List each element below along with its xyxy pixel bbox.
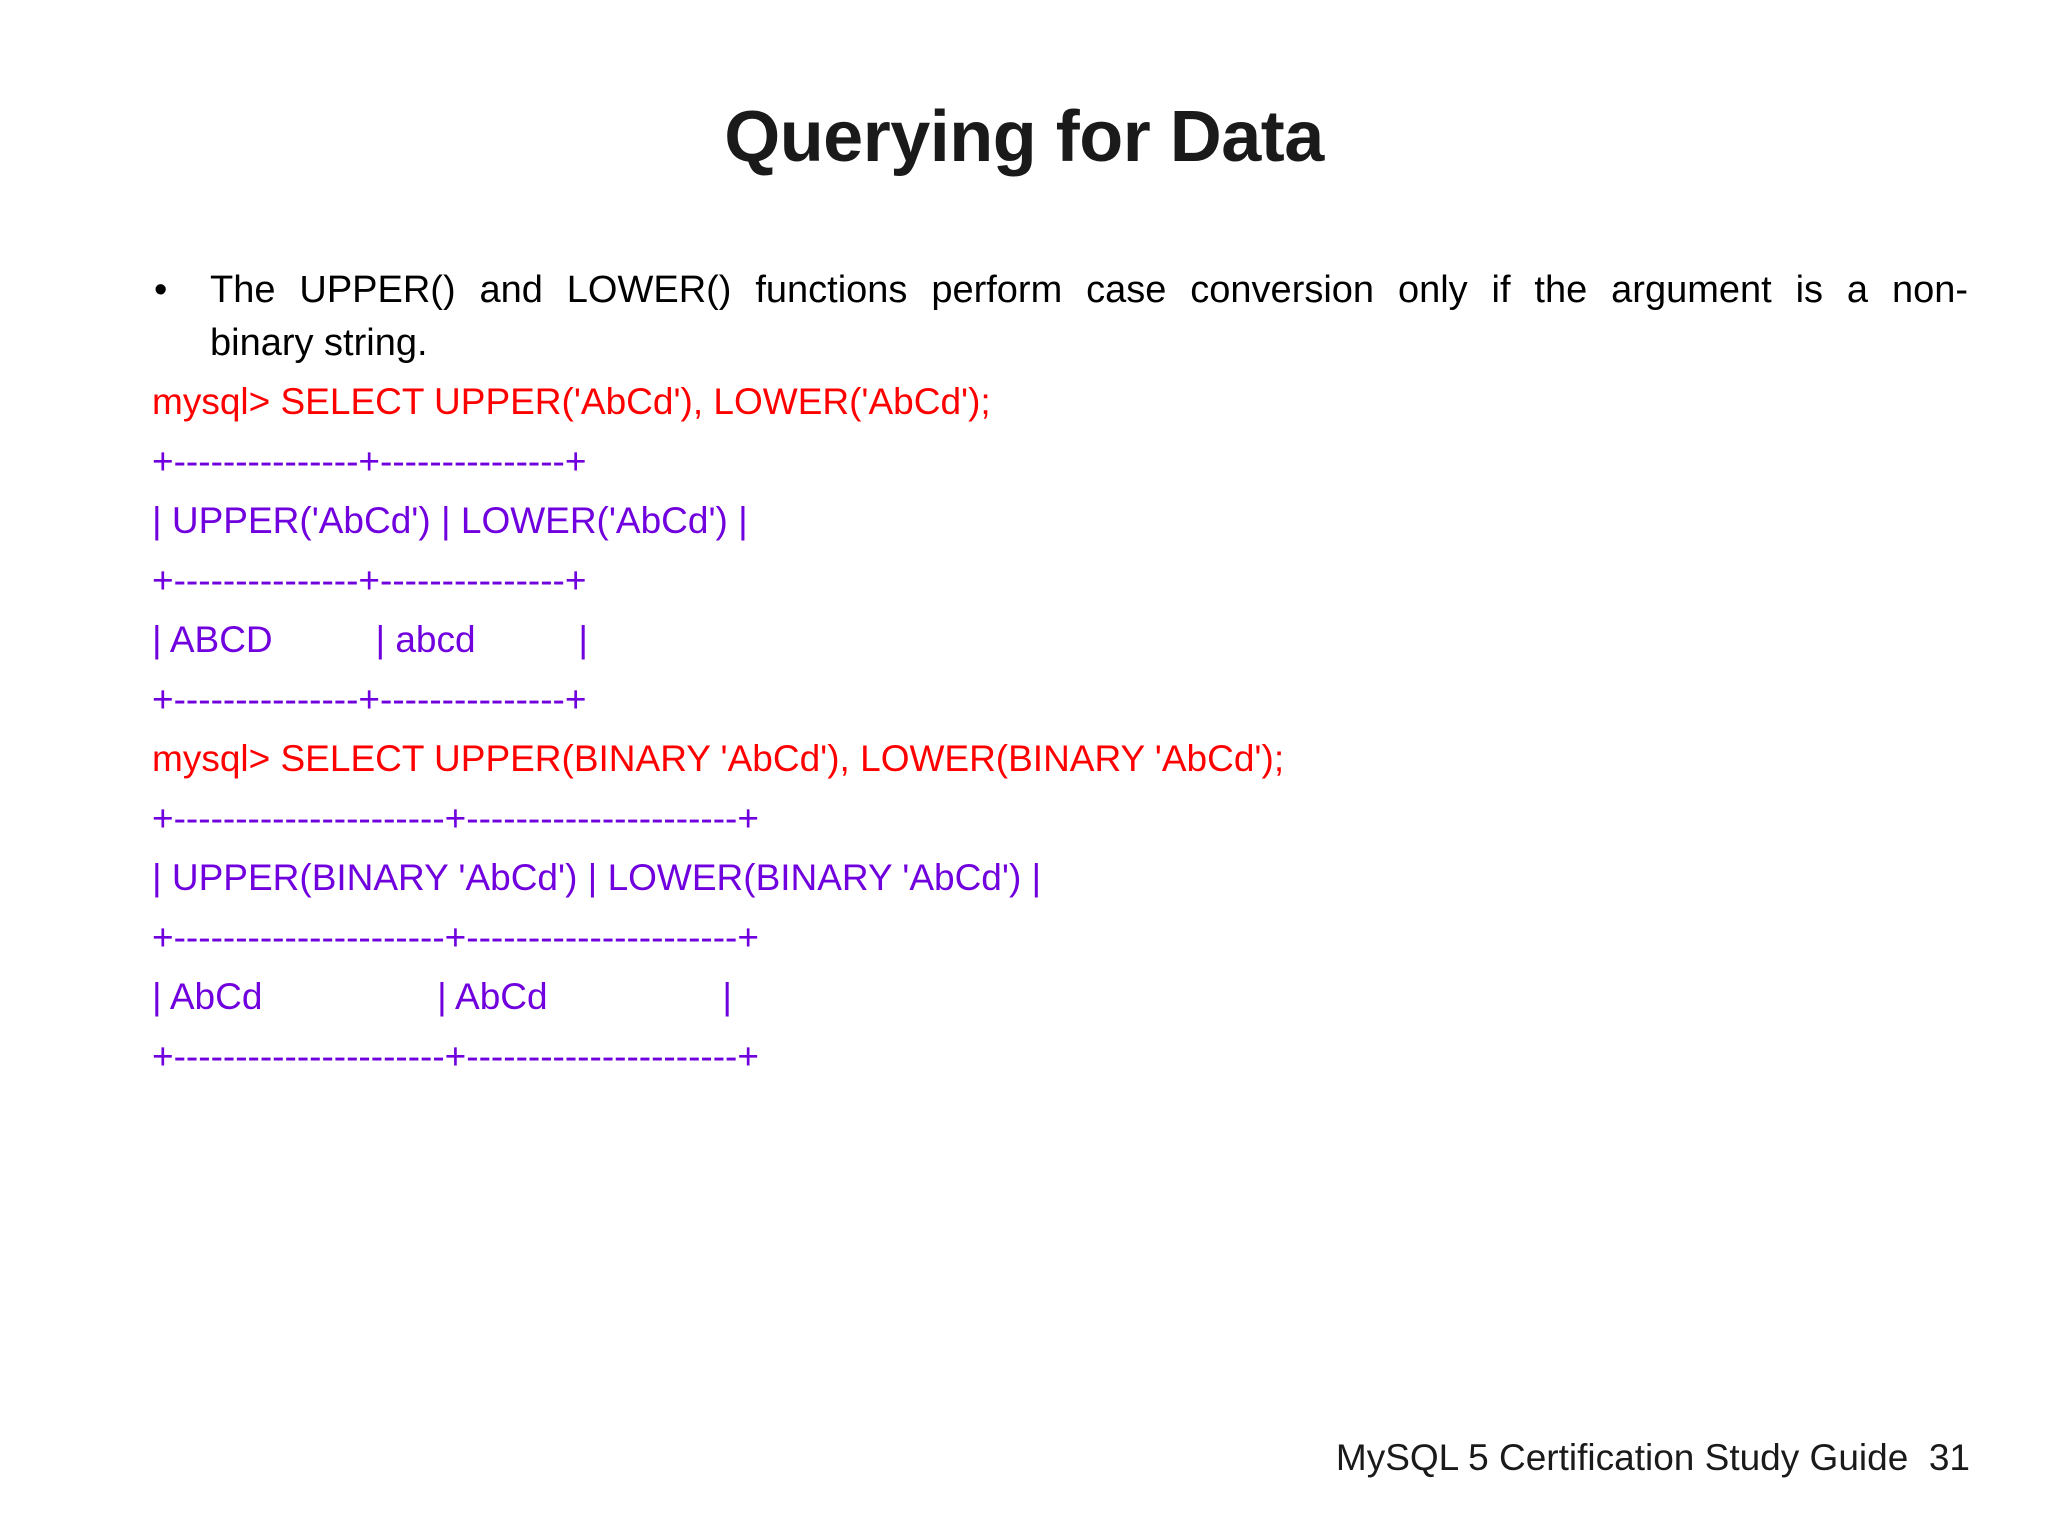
console-line-t2-row-1: | AbCd | AbCd | bbox=[152, 976, 732, 1017]
console-line-t2-header: | UPPER(BINARY 'AbCd') | LOWER(BINARY 'A… bbox=[152, 857, 1042, 898]
console-line-t1-sep-mid: +---------------+---------------+ bbox=[152, 559, 587, 601]
console-output: mysql> SELECT UPPER('AbCd'), LOWER('AbCd… bbox=[152, 372, 1952, 1086]
console-line-t2-sep-bottom: +----------------------+----------------… bbox=[152, 1035, 759, 1077]
bullet-point-icon: • bbox=[154, 269, 168, 311]
bullet-line-1: The UPPER() and LOWER() functions perfor… bbox=[210, 269, 1968, 311]
console-line-query-1: mysql> SELECT UPPER('AbCd'), LOWER('AbCd… bbox=[152, 381, 991, 422]
bullet-item-label: The UPPER() and LOWER() functions perfor… bbox=[210, 264, 1968, 370]
list-item: • The UPPER() and LOWER() functions perf… bbox=[148, 264, 1968, 370]
bullet-line-2: binary string. bbox=[210, 322, 428, 364]
page-title: Querying for Data bbox=[724, 97, 1324, 177]
console-line-t1-header: | UPPER('AbCd') | LOWER('AbCd') | bbox=[152, 500, 748, 541]
slide-footer: MySQL 5 Certification Study Guide 31 bbox=[1335, 1437, 1970, 1478]
console-line-t2-sep-top: +----------------------+----------------… bbox=[152, 797, 759, 839]
console-line-t2-sep-mid: +----------------------+----------------… bbox=[152, 916, 759, 958]
console-line-query-2: mysql> SELECT UPPER(BINARY 'AbCd'), LOWE… bbox=[152, 738, 1285, 779]
console-line-t1-row-1: | ABCD | abcd | bbox=[152, 619, 588, 660]
bullet-list: • The UPPER() and LOWER() functions perf… bbox=[148, 264, 1968, 370]
console-line-t1-sep-bottom: +---------------+---------------+ bbox=[152, 678, 587, 720]
console-line-t1-sep-top: +---------------+---------------+ bbox=[152, 440, 587, 482]
